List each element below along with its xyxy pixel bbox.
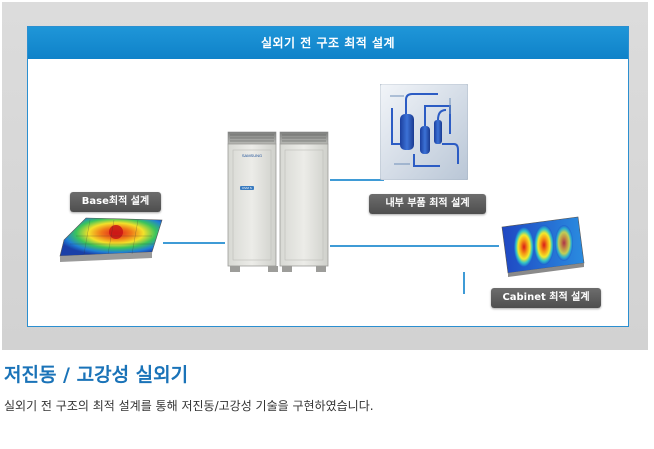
diagram-title: 실외기 전 구조 최적 설계 bbox=[28, 27, 628, 59]
section-heading: 저진동 / 고강성 실외기 bbox=[4, 364, 189, 386]
diagram-frame: 실외기 전 구조 최적 설계 Base최적 설계 bbox=[2, 2, 648, 350]
connector-internal-horizontal bbox=[330, 179, 384, 181]
model-badge-text: DVM S bbox=[242, 186, 252, 190]
base-analysis-image bbox=[59, 217, 163, 262]
connector-cabinet-bottom bbox=[463, 272, 465, 294]
internal-parts-image bbox=[380, 84, 468, 180]
section-description: 실외기 전 구조의 최적 설계를 통해 저진동/고강성 기술을 구현하였습니다. bbox=[4, 399, 374, 413]
brand-logo-text: SAMSUNG bbox=[242, 153, 262, 158]
outdoor-unit-image: SAMSUNG DVM S bbox=[227, 131, 329, 272]
label-base-design: Base최적 설계 bbox=[70, 192, 161, 212]
cabinet-analysis-image bbox=[501, 216, 585, 277]
connector-base bbox=[163, 242, 225, 244]
diagram-panel: 실외기 전 구조 최적 설계 bbox=[27, 26, 629, 327]
label-cabinet-design: Cabinet 최적 설계 bbox=[491, 288, 601, 308]
connector-cabinet-top bbox=[330, 245, 499, 247]
label-internal-parts-design: 내부 부품 최적 설계 bbox=[369, 194, 486, 214]
